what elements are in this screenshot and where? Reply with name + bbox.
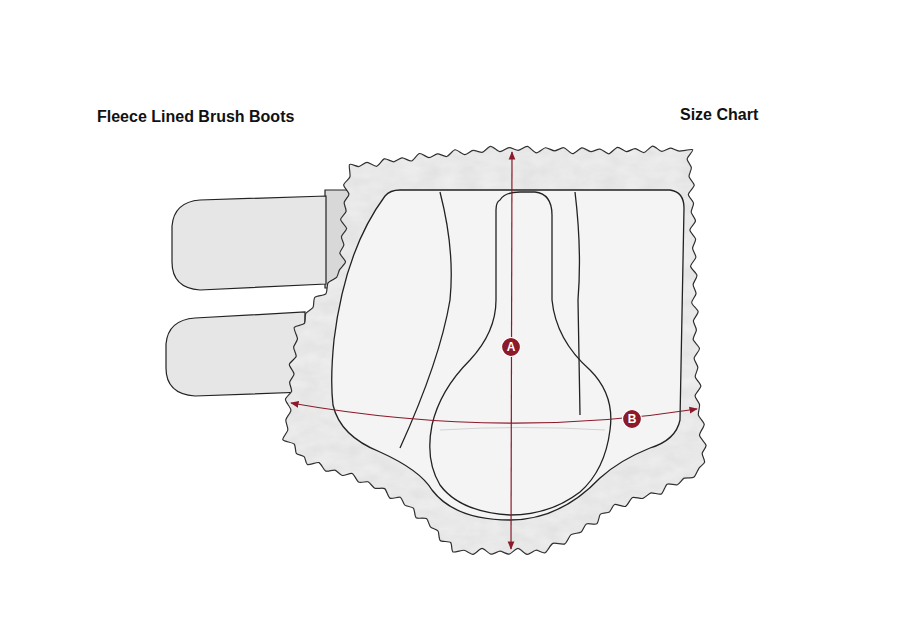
callout-circle bbox=[502, 338, 521, 357]
callout-circle bbox=[623, 410, 642, 429]
chart-title: Fleece Lined Brush Boots bbox=[97, 108, 294, 126]
fleece-texture bbox=[283, 146, 706, 554]
callout-letter: A bbox=[504, 340, 518, 354]
chart-subtitle: Size Chart bbox=[680, 106, 758, 124]
callout-circles bbox=[502, 338, 642, 429]
dimension-lines bbox=[291, 152, 697, 549]
fleece-edge bbox=[283, 146, 706, 554]
padded-panels bbox=[332, 190, 684, 520]
fleece-lining bbox=[283, 146, 706, 554]
callout-letter: B bbox=[625, 412, 639, 426]
